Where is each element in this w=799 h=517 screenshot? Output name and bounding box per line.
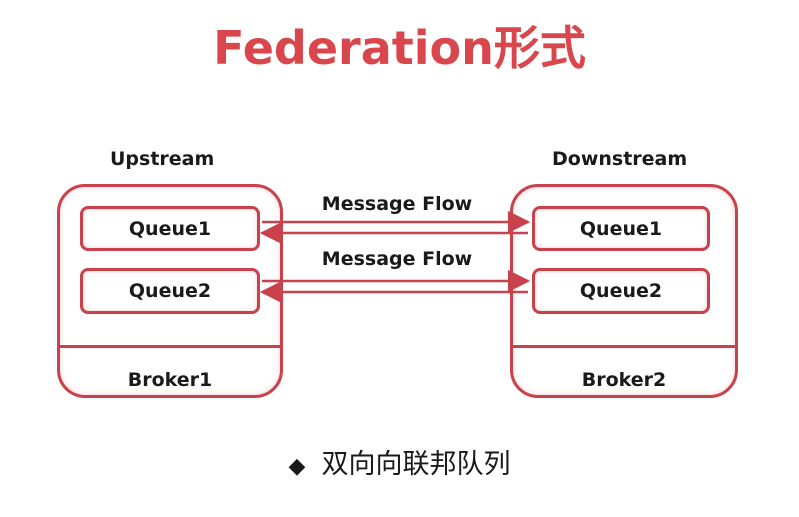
downstream-label: Downstream (552, 148, 688, 170)
upstream-label: Upstream (110, 148, 215, 170)
broker-divider (60, 345, 280, 348)
upstream-queue1: Queue1 (80, 206, 260, 251)
diamond-bullet-icon: ◆ (288, 454, 306, 479)
broker1-label: Broker1 (127, 369, 213, 391)
upstream-queue2: Queue2 (80, 268, 260, 314)
flow-label-1: Message Flow (321, 193, 473, 215)
flow-label-2: Message Flow (321, 248, 473, 270)
broker2-label: Broker2 (581, 369, 667, 391)
flow-arrow-1 (259, 210, 531, 245)
broker-divider (513, 345, 735, 348)
downstream-queue1: Queue1 (532, 206, 710, 251)
caption: ◆ 双向向联邦队列 (0, 442, 799, 481)
caption-text: 双向向联邦队列 (321, 449, 511, 480)
downstream-queue2: Queue2 (532, 268, 710, 314)
flow-arrow-2 (259, 269, 531, 304)
page-title: Federation形式 (213, 21, 586, 75)
